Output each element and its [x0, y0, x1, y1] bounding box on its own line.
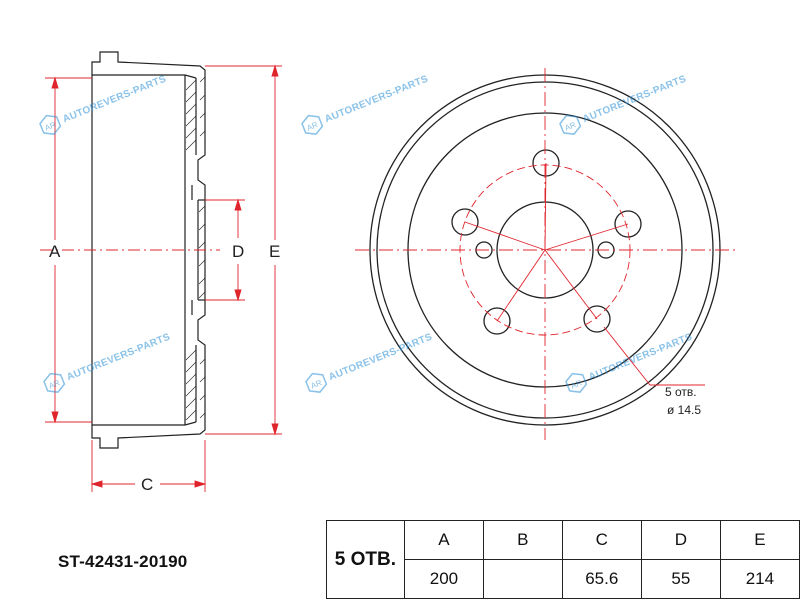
hole-count-text: 5 отв. [665, 385, 697, 399]
dim-label-d: D [232, 242, 244, 261]
spec-table: 5 ОТВ. A B C D E 200 65.6 55 214 [326, 520, 800, 599]
autorevers-logo-icon: AR [305, 372, 328, 393]
spec-header-e: E [719, 520, 800, 560]
autorevers-logo-icon: AR [43, 372, 66, 393]
watermark: AR AUTOREVERS-PARTS [36, 68, 170, 139]
hole-note: 5 отв. ø 14.5 [665, 385, 701, 417]
drum-bottom-profile [91, 300, 206, 449]
spec-header-c: C [561, 520, 642, 560]
watermark: AR AUTOREVERS-PARTS [298, 68, 432, 139]
spec-header-a: A [403, 520, 485, 560]
spec-value-row: 200 65.6 55 214 [327, 559, 800, 599]
hole-diameter-text: ø 14.5 [667, 403, 701, 417]
spec-value-c: 65.6 [561, 559, 642, 599]
section-hatching [185, 76, 206, 421]
watermark: AR AUTOREVERS-PARTS [562, 326, 696, 397]
stud-hole-4 [483, 307, 511, 335]
autorevers-logo-icon: AR [301, 114, 324, 135]
dim-label-c: C [141, 475, 153, 494]
spec-value-a: 200 [403, 559, 485, 599]
watermark: AR AUTOREVERS-PARTS [302, 326, 436, 397]
stud-hole-2 [614, 210, 642, 238]
spec-header-b: B [483, 520, 563, 560]
spec-header-d: D [640, 520, 721, 560]
dim-label-a: A [49, 242, 61, 261]
svg-text:AR: AR [310, 378, 324, 391]
stud-hole-3 [583, 305, 611, 333]
front-centerlines [355, 68, 735, 440]
svg-text:AR: AR [564, 120, 578, 133]
spec-header-row: 5 ОТВ. A B C D E [326, 520, 800, 599]
spec-value-b [483, 559, 563, 599]
part-number: ST-42431-20190 [58, 552, 188, 571]
spec-value-e: 214 [719, 559, 800, 599]
dimension-labels: A D E C [49, 242, 280, 494]
autorevers-logo-icon: AR [559, 114, 582, 135]
holes-count-label: 5 ОТВ. [326, 520, 405, 599]
svg-text:AR: AR [48, 378, 62, 391]
autorevers-logo-icon: AR [565, 372, 588, 393]
hole-leader [603, 326, 705, 386]
watermark: AR AUTOREVERS-PARTS [556, 68, 690, 139]
svg-text:AR: AR [44, 120, 58, 133]
watermark: AR AUTOREVERS-PARTS [40, 326, 174, 397]
autorevers-logo-icon: AR [39, 114, 62, 135]
svg-text:AR: AR [570, 378, 584, 391]
svg-text:AR: AR [306, 120, 320, 133]
spec-value-d: 55 [640, 559, 721, 599]
stud-hole-5 [451, 208, 479, 236]
side-dimensions [40, 64, 282, 492]
dim-label-e: E [269, 242, 280, 261]
drum-top-profile [91, 51, 206, 200]
